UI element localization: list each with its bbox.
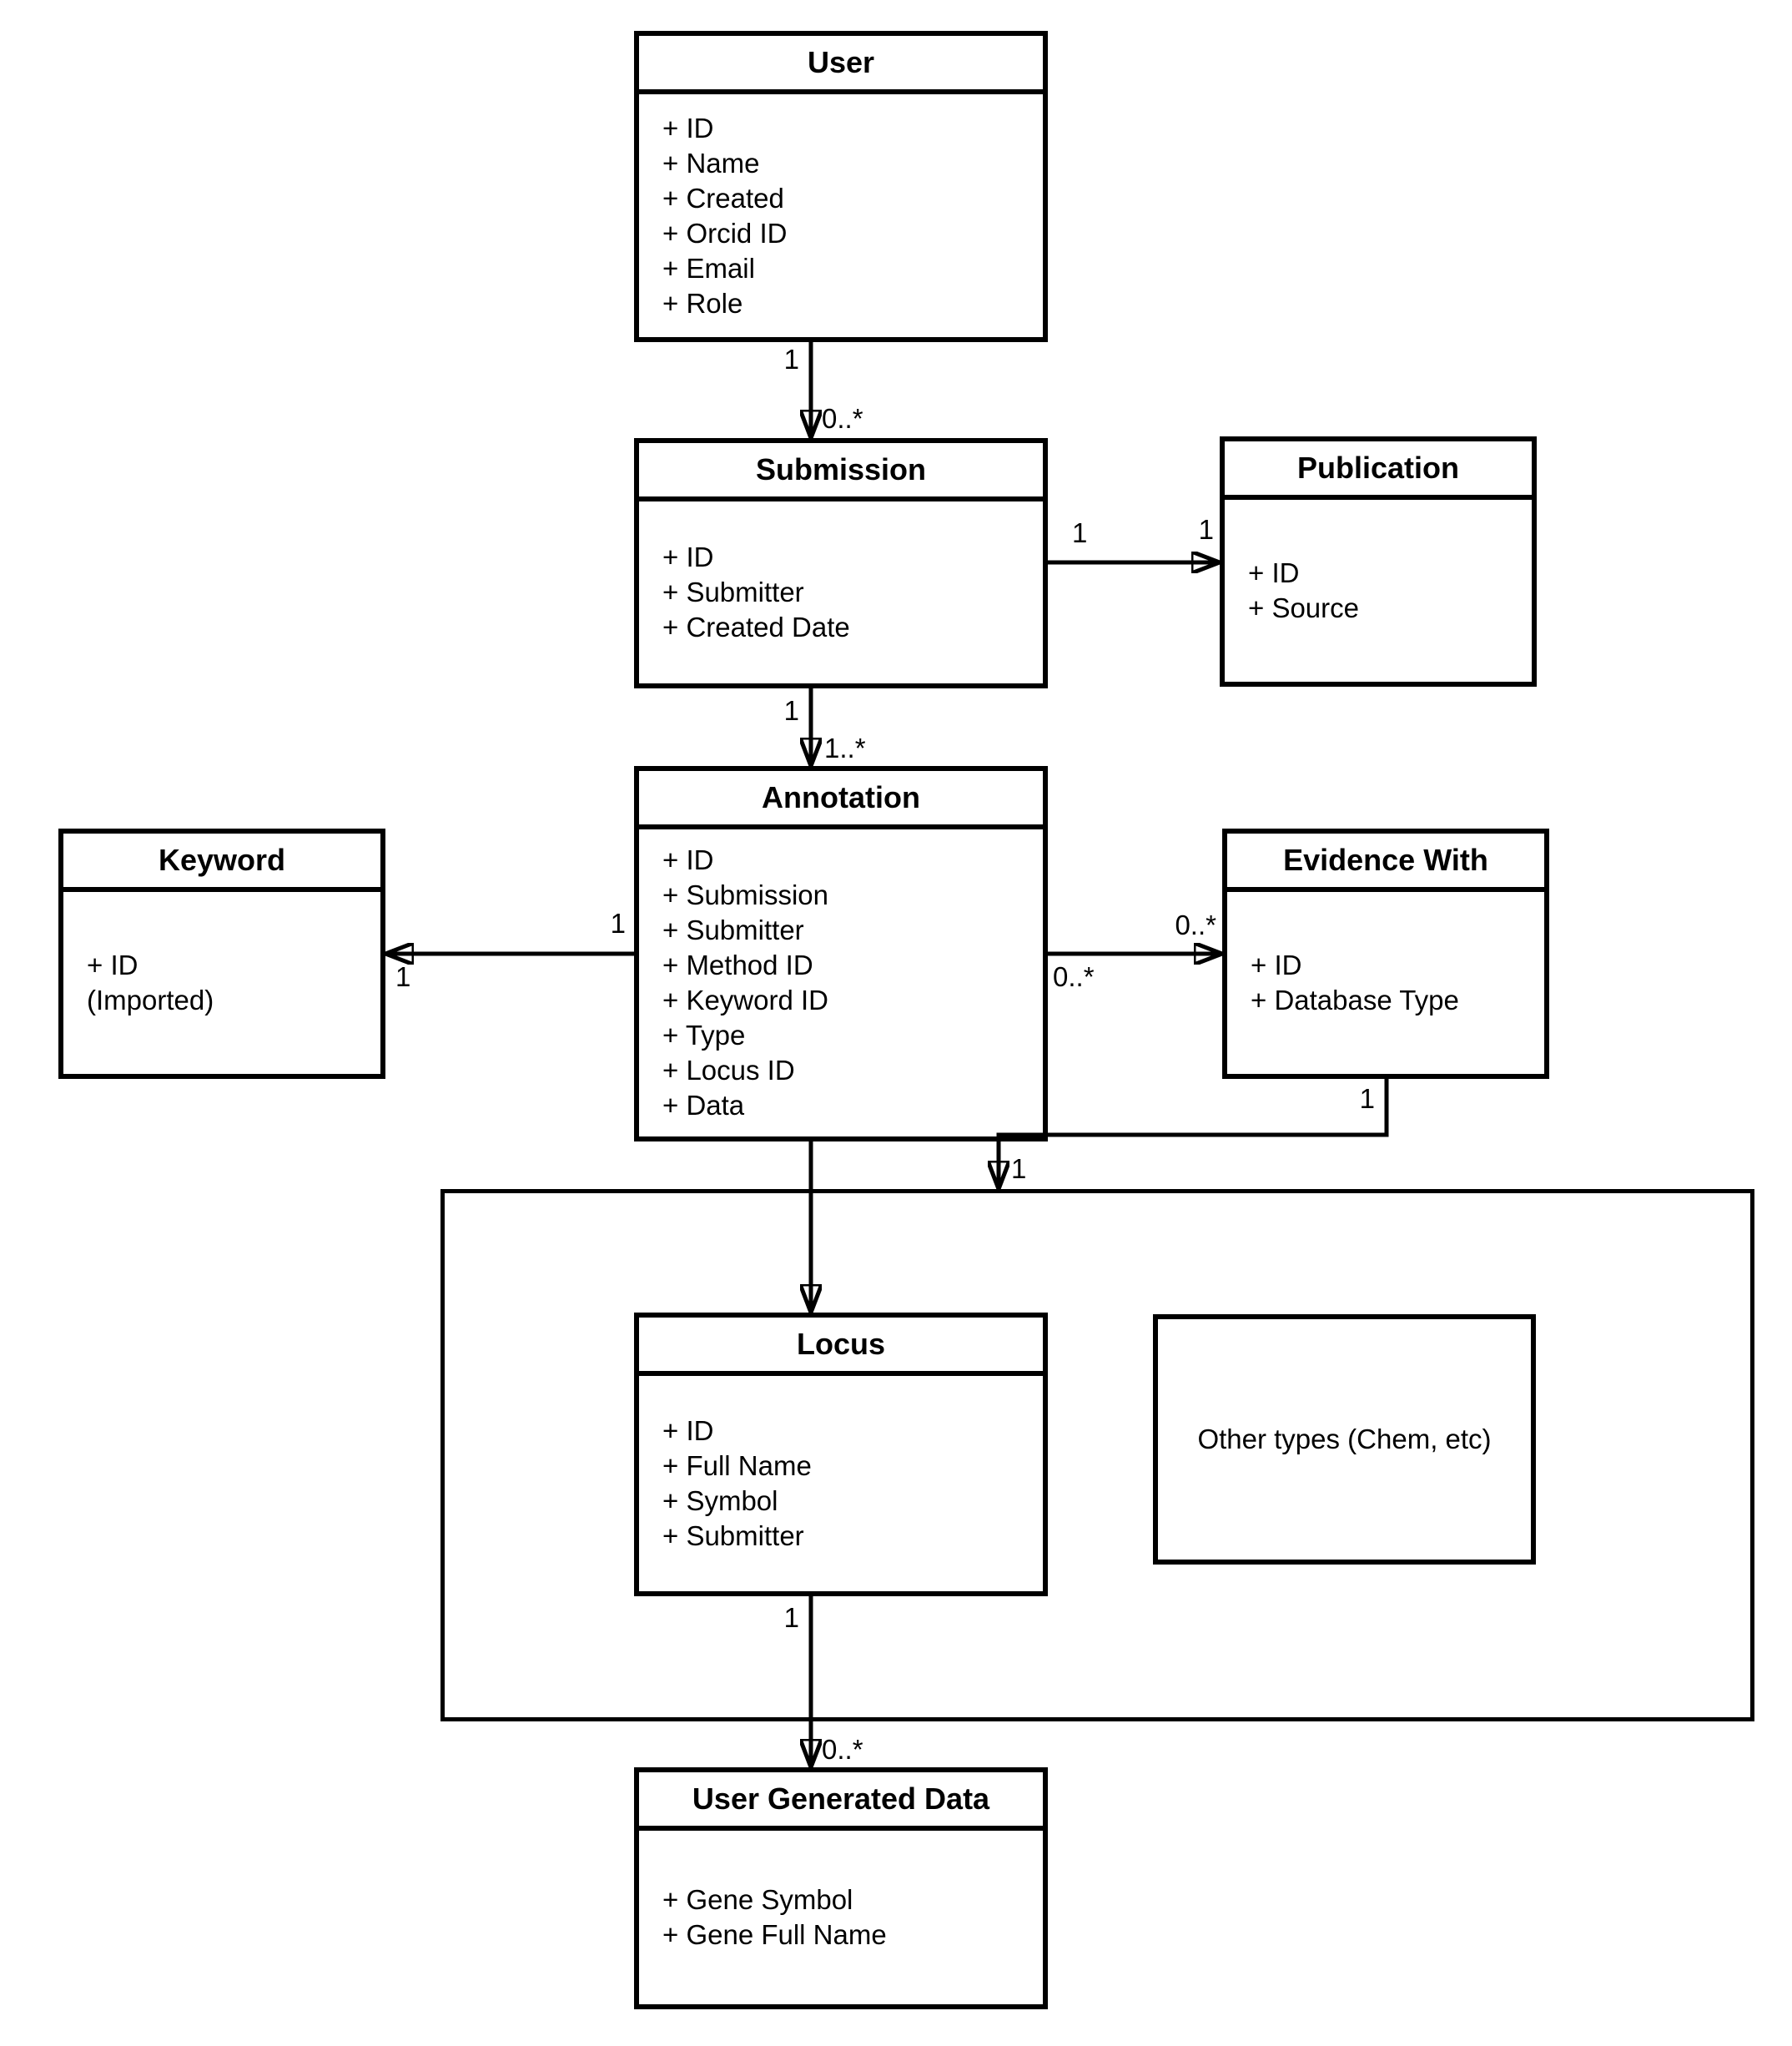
entity-publication: Publication + ID + Source bbox=[1220, 436, 1537, 687]
attribute: + Role bbox=[662, 287, 743, 319]
entity-submission-attributes: + ID + Submitter + Created Date bbox=[639, 501, 1043, 683]
attribute: + Email bbox=[662, 252, 755, 284]
multiplicity-submission-publication-target: 1 bbox=[1198, 514, 1214, 545]
multiplicity-submission-annotation-source: 1 bbox=[783, 695, 799, 726]
multiplicity-locus-ugd-target: 0..* bbox=[822, 1734, 863, 1765]
attribute: + ID bbox=[662, 542, 714, 572]
attribute: + Keyword ID bbox=[662, 985, 828, 1015]
multiplicity-locus-ugd-source: 1 bbox=[783, 1602, 799, 1633]
attribute: + Created Date bbox=[662, 612, 850, 643]
entity-keyword-title: Keyword bbox=[63, 834, 380, 892]
attribute: + Submitter bbox=[662, 1520, 804, 1551]
entity-user-generated-data: User Generated Data + Gene Symbol + Gene… bbox=[634, 1767, 1048, 2009]
entity-submission: Submission + ID + Submitter + Created Da… bbox=[634, 438, 1048, 688]
multiplicity-annotation-evidence-target: 0..* bbox=[1175, 910, 1216, 940]
attribute: + Data bbox=[662, 1090, 745, 1121]
attribute: + Type bbox=[662, 1020, 746, 1051]
entity-annotation-title: Annotation bbox=[639, 771, 1043, 829]
entity-locus-title: Locus bbox=[639, 1318, 1043, 1376]
entity-locus-attributes: + ID + Full Name + Symbol + Submitter bbox=[639, 1376, 1043, 1591]
attribute: + ID bbox=[662, 1415, 714, 1446]
entity-submission-title: Submission bbox=[639, 443, 1043, 501]
entity-keyword: Keyword + ID (Imported) bbox=[58, 829, 385, 1079]
multiplicity-user-submission-source: 1 bbox=[783, 344, 799, 375]
entity-locus: Locus + ID + Full Name + Symbol + Submit… bbox=[634, 1313, 1048, 1596]
entity-user-generated-data-title: User Generated Data bbox=[639, 1772, 1043, 1831]
attribute: + Created bbox=[662, 182, 784, 214]
attribute: + Submitter bbox=[662, 577, 804, 607]
attribute: + Source bbox=[1248, 592, 1359, 623]
attribute: + ID bbox=[1251, 950, 1302, 980]
entity-user: User + ID + Name + Created + Orcid ID + … bbox=[634, 31, 1048, 342]
attribute: + ID bbox=[87, 950, 138, 980]
attribute: + ID bbox=[662, 112, 714, 144]
entity-other-types: Other types (Chem, etc) bbox=[1153, 1314, 1536, 1565]
entity-user-attributes: + ID + Name + Created + Orcid ID + Email… bbox=[639, 94, 1043, 337]
attribute: + Method ID bbox=[662, 950, 813, 980]
multiplicity-evidence-group-target: 1 bbox=[1011, 1153, 1027, 1184]
entity-keyword-attributes: + ID (Imported) bbox=[63, 892, 380, 1074]
entity-evidence-with-attributes: + ID + Database Type bbox=[1227, 892, 1544, 1074]
multiplicity-evidence-group-source: 1 bbox=[1359, 1083, 1375, 1114]
attribute: + Submitter bbox=[662, 915, 804, 945]
entity-publication-title: Publication bbox=[1225, 441, 1532, 500]
attribute: + Submission bbox=[662, 879, 829, 910]
attribute: + Symbol bbox=[662, 1485, 778, 1516]
attribute: + Locus ID bbox=[662, 1055, 795, 1086]
entity-user-generated-data-attributes: + Gene Symbol + Gene Full Name bbox=[639, 1831, 1043, 2004]
attribute: + Gene Full Name bbox=[662, 1919, 887, 1950]
multiplicity-annotation-keyword-source: 1 bbox=[610, 908, 626, 939]
attribute: + Full Name bbox=[662, 1450, 812, 1481]
entity-evidence-with: Evidence With + ID + Database Type bbox=[1222, 829, 1549, 1079]
multiplicity-user-submission-target: 0..* bbox=[822, 403, 863, 434]
attribute: + ID bbox=[662, 844, 714, 875]
attribute: + Database Type bbox=[1251, 985, 1459, 1015]
entity-evidence-with-title: Evidence With bbox=[1227, 834, 1544, 892]
multiplicity-annotation-evidence-source: 0..* bbox=[1053, 961, 1095, 992]
attribute: + ID bbox=[1248, 557, 1300, 588]
entity-annotation: Annotation + ID + Submission + Submitter… bbox=[634, 766, 1048, 1141]
attribute: + Name bbox=[662, 147, 760, 179]
multiplicity-annotation-keyword-target: 1 bbox=[395, 961, 411, 992]
locus-group-container bbox=[440, 1189, 1754, 1721]
multiplicity-submission-annotation-target: 1..* bbox=[824, 733, 866, 763]
entity-annotation-attributes: + ID + Submission + Submitter + Method I… bbox=[639, 829, 1043, 1136]
entity-publication-attributes: + ID + Source bbox=[1225, 500, 1532, 682]
attribute: (Imported) bbox=[87, 985, 214, 1015]
entity-user-title: User bbox=[639, 36, 1043, 94]
attribute: + Orcid ID bbox=[662, 217, 788, 249]
multiplicity-submission-publication-source: 1 bbox=[1072, 517, 1088, 548]
attribute: + Gene Symbol bbox=[662, 1884, 853, 1915]
